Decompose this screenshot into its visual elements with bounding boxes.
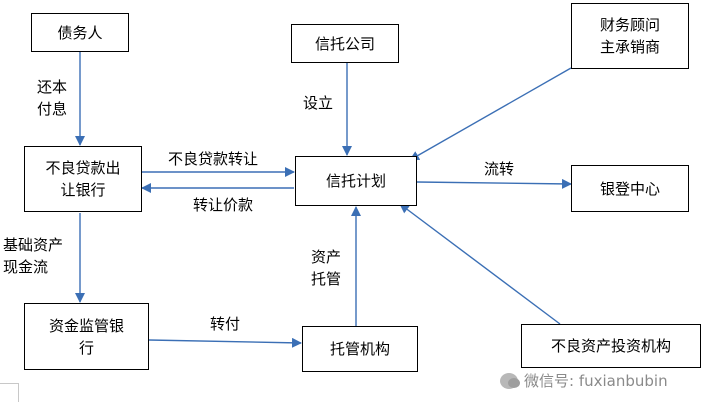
- wechat-icon: [500, 372, 520, 389]
- arrow-investor-to-plan: [399, 203, 561, 325]
- arrow-advisor-to-plan: [409, 67, 572, 161]
- watermark: 微信号: fuxianbubin: [500, 370, 668, 391]
- label-circulate: 流转: [484, 160, 515, 178]
- label-transfer-loans: 不良贷款转让: [168, 150, 259, 168]
- arrow-plan-to-clearing: [416, 178, 572, 189]
- node-trust-company: 信托公司: [291, 24, 399, 63]
- label-base-cashflow: 基础资产 现金流: [3, 236, 64, 276]
- label-pay: 转付: [210, 315, 241, 333]
- node-bank: 不良贷款出 让银行: [24, 146, 142, 212]
- label-setup: 设立: [303, 94, 334, 112]
- watermark-text: 微信号: fuxianbubin: [524, 372, 668, 390]
- node-trust-plan: 信托计划: [295, 156, 417, 206]
- node-custodian: 托管机构: [302, 326, 418, 372]
- node-npa-investor: 不良资产投资机构: [521, 324, 701, 368]
- label-custody: 资产 托管: [311, 248, 342, 288]
- arrow-supervisor-to-custodian: [148, 337, 302, 348]
- corner-mark: [0, 383, 19, 402]
- node-advisor: 财务顾问 主承销商: [571, 3, 689, 69]
- node-supervisor-bank: 资金监管银 行: [24, 303, 149, 370]
- label-transfer-price: 转让价款: [193, 196, 254, 214]
- node-debtor: 债务人: [31, 13, 129, 52]
- node-clearing-center: 银登中心: [571, 165, 689, 212]
- label-repay: 还本 付息: [37, 78, 68, 118]
